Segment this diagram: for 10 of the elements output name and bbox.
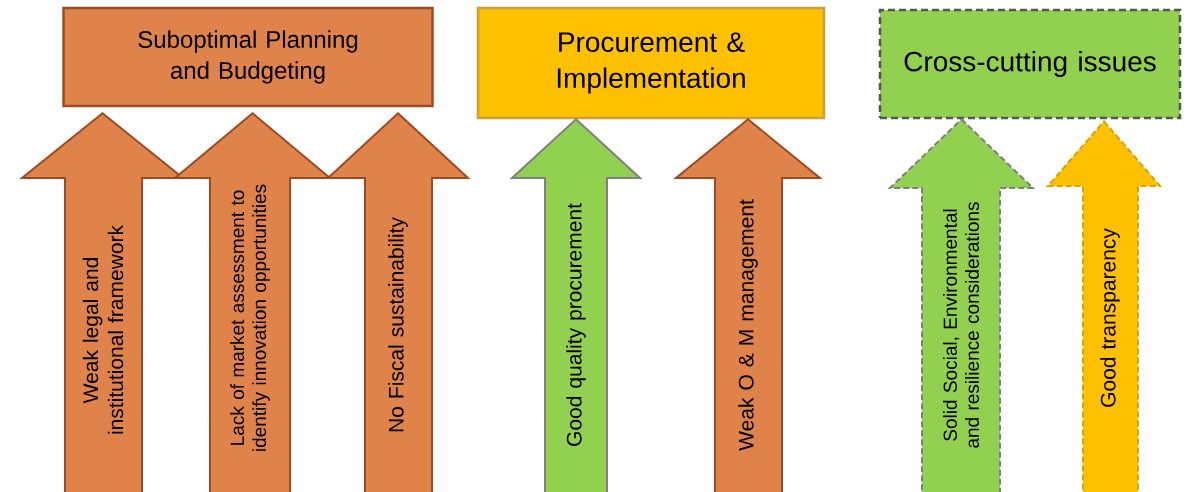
edge-label: Weak O & M management — [738, 199, 758, 451]
heading-box: Procurement & Implementation — [476, 6, 826, 120]
edge-label: No Fiscal sustainability — [388, 217, 408, 432]
edge-label: Weak legal and institutional framework — [82, 224, 124, 434]
edge-label: Good quality procurement — [566, 203, 586, 446]
edge-label: Good transparency — [1100, 228, 1120, 407]
edge-label: Solid Social, Environmental and resilience considerations — [943, 202, 979, 448]
heading-box: Cross-cutting issues — [878, 8, 1182, 120]
edge-label: Lack of market assessment to identify innovation opportunities — [230, 184, 270, 451]
heading-box: Suboptimal Planning and Budgeting — [62, 6, 434, 108]
